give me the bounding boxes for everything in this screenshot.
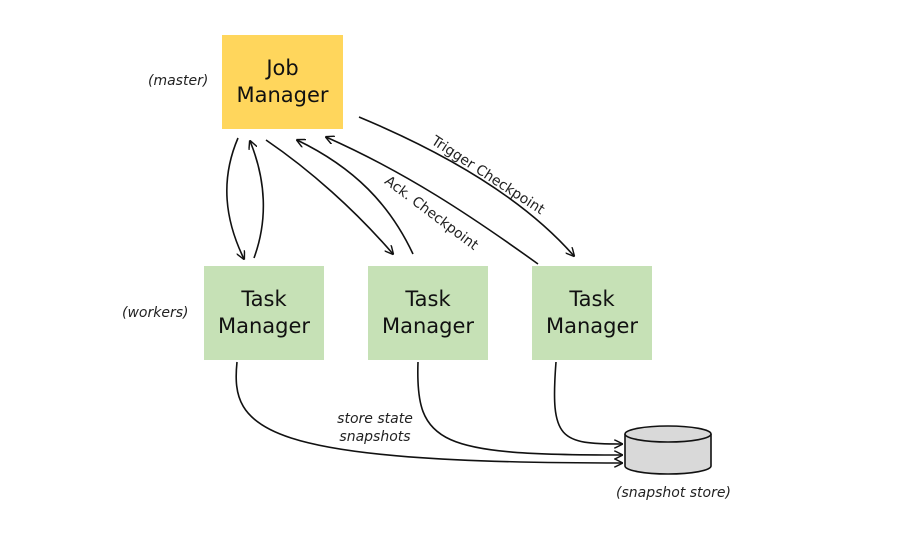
job-manager-label-line2: Manager	[236, 83, 329, 107]
arrow-tm3-to-store	[553, 361, 622, 444]
snapshot-store-label: (snapshot store)	[616, 485, 731, 501]
task-manager-3-label-line2: Manager	[545, 314, 639, 338]
task-manager-box-1: Task Manager	[204, 266, 324, 360]
task-manager-1-label-line2: Manager	[217, 314, 311, 338]
snapshot-store-icon	[624, 425, 712, 475]
arrow-tm2-to-jm	[297, 140, 414, 255]
arrow-tm2-to-store	[416, 361, 622, 455]
task-manager-3-label-line1: Task	[569, 287, 615, 311]
store-state-snapshots-label: store state snapshots	[330, 410, 420, 446]
arrow-trigger-checkpoint	[358, 116, 574, 256]
store-state-line2: snapshots	[339, 429, 411, 445]
arrow-jm-to-tm2	[265, 139, 393, 254]
store-state-line1: store state	[337, 411, 413, 427]
task-manager-2-label-line2: Manager	[381, 314, 475, 338]
job-manager-label-line1: Job	[266, 56, 299, 80]
arrow-jm-to-tm1	[226, 137, 244, 259]
task-manager-2-label-line1: Task	[405, 287, 451, 311]
arrow-tm1-to-jm	[250, 141, 265, 259]
arrow-tm1-to-store	[235, 361, 622, 463]
arrow-ack-checkpoint	[326, 137, 539, 265]
master-label: (master)	[148, 73, 209, 89]
task-manager-box-3: Task Manager	[532, 266, 652, 360]
workers-label: (workers)	[122, 305, 189, 321]
task-manager-1-label-line1: Task	[241, 287, 287, 311]
task-manager-box-2: Task Manager	[368, 266, 488, 360]
job-manager-box: Job Manager	[222, 35, 343, 129]
